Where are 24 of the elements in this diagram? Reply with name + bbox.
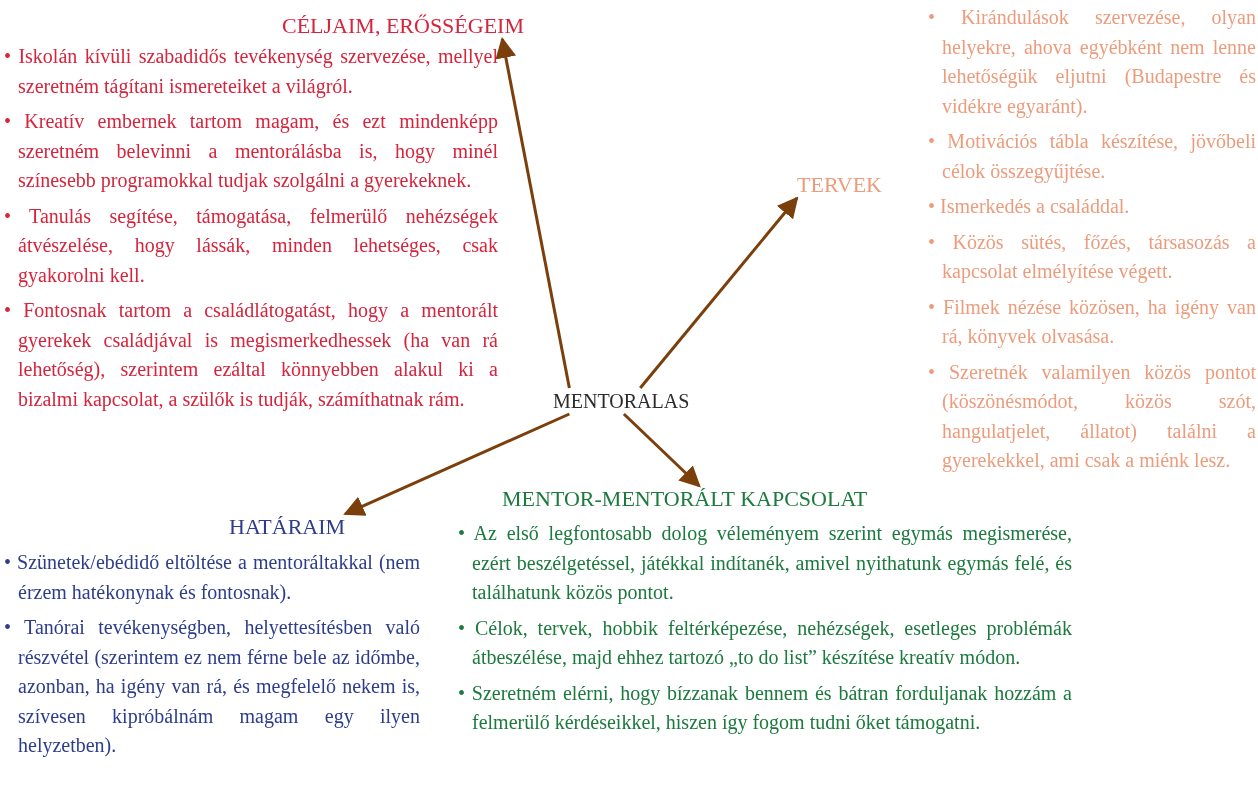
arrow bbox=[622, 412, 701, 488]
bullet-item: • Célok, tervek, hobbik feltérképezése, nehézségek, esetleges problémák átbeszélése, majd ehhez tartozó „to do list” készítése kreatív módon. bbox=[458, 615, 1072, 671]
bullet-item: • Tanulás segítése, támogatása, felmerülő nehézségek átvészelése, hogy lássák, minden lehetséges, csak gyakorolni kell. bbox=[4, 203, 498, 289]
bullet-item: • Fontosnak tartom a családlátogatást, hogy a mentorált gyerekek családjával is megismerkedhessek (ha van rá lehetőség), szerintem ezáltal könnyebben alakul ki a bizalmi kapcsolat, a szülők is tudják, számíthatnak rám. bbox=[4, 298, 498, 413]
bullet-item: • Ismerkedés a családdal. bbox=[928, 194, 1131, 219]
bullet-item: • Iskolán kívüli szabadidős tevékenység szervezése, mellyel szeretném tágítani ismereteiket a világról. bbox=[4, 44, 498, 100]
arrow bbox=[495, 36, 571, 389]
section-heading: HATÁRAIM bbox=[229, 514, 346, 540]
bullet-item: • Az első legfontosabb dolog véleményem szerint egymás megismerése, ezért beszélgetéssel, játékkal indítanék, amivel nyithatunk egymás felé, és találhatunk közös pontot. bbox=[458, 521, 1072, 606]
section-heading: CÉLJAIM, ERŐSSÉGEIM bbox=[282, 13, 524, 39]
bullet-item: • Filmek nézése közösen, ha igény van rá, könyvek olvasása. bbox=[928, 294, 1256, 350]
bullet-item: • Kreatív embernek tartom magam, és ezt mindenképp szeretném belevinni a mentorálásba is, hogy minél színesebb programokkal tudjak szolgálni a gyerekeknek. bbox=[4, 109, 498, 194]
bullet-item: • Közös sütés, főzés, társasozás a kapcsolat elmélyítése végett. bbox=[928, 229, 1256, 285]
section-heading: TERVEK bbox=[797, 172, 882, 198]
arrow bbox=[343, 412, 570, 516]
section-heading: MENTOR-MENTORÁLT KAPCSOLAT bbox=[502, 486, 868, 512]
bullet-item: • Szeretnék valamilyen közös pontot (köszönésmódot, közös szót, hangulatjelet, állatot) találni a gyerekekkel, ami csak a miénk lesz. bbox=[928, 359, 1256, 474]
bullet-item: • Szünetek/ebédidő eltöltése a mentoráltakkal (nem érzem hatékonynak és fontosnak). bbox=[4, 550, 420, 606]
bullet-item: • Tanórai tevékenységben, helyettesítésben való részvétel (szerintem ez nem férne bele az időmbe, azonban, ha igény van rá, és megfelelő nekem is, szívesen kipróbálnám magam egy ilyen helyzetben). bbox=[4, 615, 420, 759]
bullet-item: • Szeretném elérni, hogy bízzanak bennem és bátran forduljanak hozzám a felmerülő kérdéseikkel, hiszen így fogom tudni őket támogatni. bbox=[458, 680, 1072, 736]
bullet-item: • Motivációs tábla készítése, jövőbeli célok összegyűjtése. bbox=[928, 129, 1256, 185]
arrow bbox=[639, 196, 799, 389]
center-topic: MENTORALAS bbox=[553, 388, 690, 414]
bullet-item: • Kirándulások szervezése, olyan helyekre, ahova egyébként nem lenne lehetőségük eljutni (Budapestre és vidékre egyaránt). bbox=[928, 5, 1256, 120]
